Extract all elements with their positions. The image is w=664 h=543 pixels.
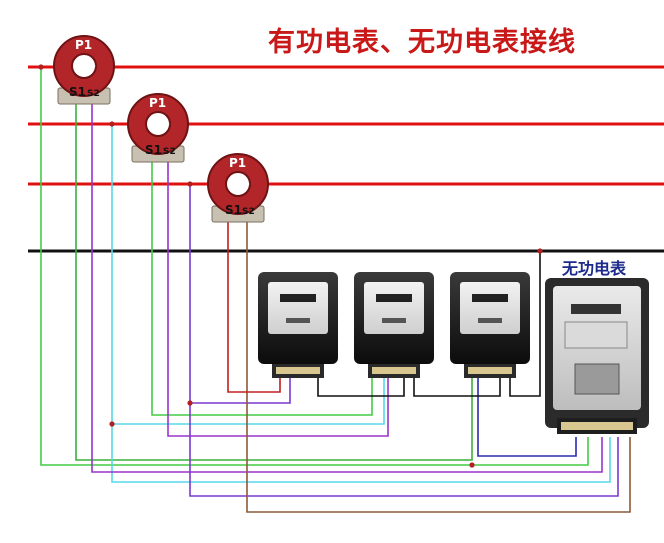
junction-dots bbox=[38, 64, 543, 468]
meter-disc bbox=[478, 318, 502, 323]
ct2-p1-label: P1 bbox=[149, 96, 167, 110]
wire-blue bbox=[477, 378, 577, 457]
ct3-s2-label: S2 bbox=[242, 207, 255, 217]
meter-counter bbox=[280, 294, 316, 302]
signal-wires bbox=[40, 67, 631, 513]
ct1-s1-label: S1 bbox=[69, 85, 86, 99]
current-transformer-1 bbox=[53, 35, 115, 105]
meter-face bbox=[364, 282, 424, 334]
reactive-meter-label: 无功电表 bbox=[562, 259, 627, 278]
ct-arrow bbox=[148, 118, 170, 130]
ct1-s2-label: S2 bbox=[87, 89, 100, 99]
meter-counter bbox=[472, 294, 508, 302]
wire-black-1 bbox=[317, 378, 405, 397]
junction-dot bbox=[537, 248, 543, 254]
active-meter-1 bbox=[258, 272, 338, 378]
meter-mechanism bbox=[574, 363, 620, 395]
junction-dot bbox=[109, 121, 115, 127]
meter-disc bbox=[286, 318, 310, 323]
junction-dot bbox=[187, 400, 193, 406]
junction-dot bbox=[109, 421, 115, 427]
wire-purple-ct2 bbox=[167, 156, 389, 437]
junction-dot bbox=[469, 462, 475, 468]
meter-counter bbox=[376, 294, 412, 302]
current-transformer-2 bbox=[127, 93, 189, 163]
ct2-s1-label: S1 bbox=[145, 143, 162, 157]
meter-terminals bbox=[372, 367, 416, 374]
reactive-meter bbox=[545, 278, 649, 434]
wire-green-ct1 bbox=[75, 95, 473, 461]
meter-nameplate bbox=[564, 321, 628, 349]
junction-dot bbox=[38, 64, 44, 70]
ct-arrow bbox=[74, 60, 96, 72]
wire-cyan bbox=[111, 124, 611, 483]
meter-face bbox=[460, 282, 520, 334]
ct2-s2-label: S2 bbox=[163, 147, 176, 157]
phase-lines bbox=[28, 65, 664, 253]
meter-terminals bbox=[561, 422, 633, 430]
junction-dot bbox=[187, 181, 193, 187]
wire-purple bbox=[91, 97, 603, 473]
wire-red bbox=[227, 214, 281, 393]
current-transformer-3 bbox=[207, 153, 269, 223]
meter-counter bbox=[571, 304, 621, 314]
wire-violet bbox=[189, 184, 619, 497]
ct1-p1-label: P1 bbox=[75, 38, 93, 52]
meter-face bbox=[268, 282, 328, 334]
meter-terminals bbox=[276, 367, 320, 374]
active-meter-3 bbox=[450, 272, 530, 378]
wire-green bbox=[40, 67, 589, 466]
diagram-title: 有功电表、无功电表接线 bbox=[268, 27, 576, 58]
ct3-p1-label: P1 bbox=[229, 156, 247, 170]
meter-terminals bbox=[468, 367, 512, 374]
meter-disc bbox=[382, 318, 406, 323]
ct-arrow bbox=[228, 178, 250, 190]
wire-violet-2 bbox=[190, 378, 291, 404]
active-meter-2 bbox=[354, 272, 434, 378]
ct3-s1-label: S1 bbox=[225, 203, 242, 217]
wire-black-3 bbox=[509, 251, 541, 397]
wire-cyan-2 bbox=[112, 378, 385, 425]
wire-black-2 bbox=[413, 378, 501, 397]
wire-brown bbox=[246, 214, 631, 513]
